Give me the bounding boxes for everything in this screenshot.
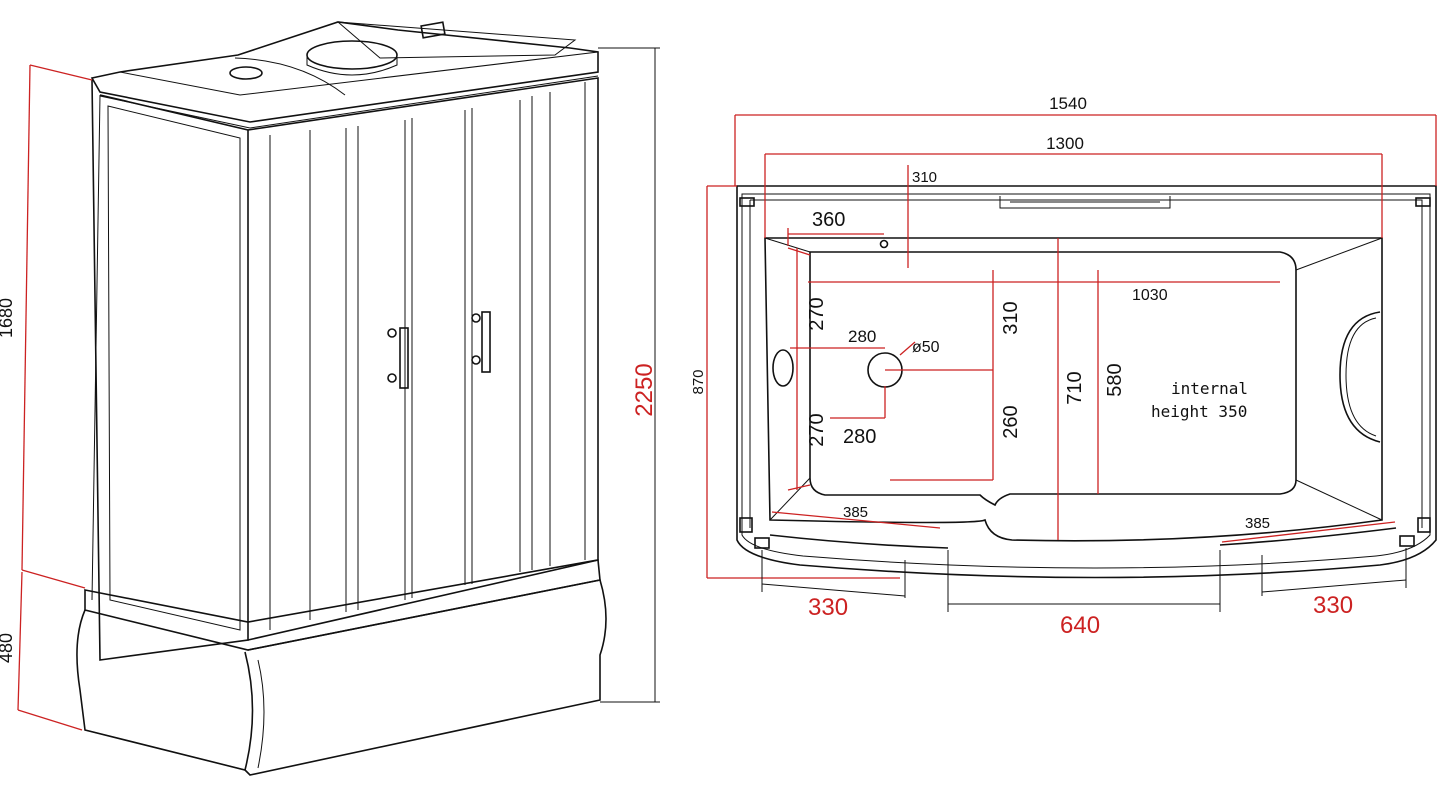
basin-outer (764, 237, 1383, 542)
dim-260-label: 260 (1000, 405, 1022, 438)
roof-curve (234, 57, 346, 96)
dim-280-lower-label: 280 (843, 426, 876, 448)
roof-light (229, 66, 263, 80)
basin-inner (809, 251, 1297, 507)
dim-385-left-label: 385 (843, 504, 868, 521)
dim-line-480 (17, 571, 23, 711)
tray-side (76, 609, 254, 771)
dim-drain-label: ø50 (912, 339, 940, 356)
side-view-dimensions: 1680 480 2250 (0, 47, 660, 731)
side-panel (91, 79, 249, 661)
dim-270-lower-label: 270 (806, 413, 828, 446)
dim-270-upper-label: 270 (806, 297, 828, 330)
dim-330-right-label: 330 (1313, 592, 1353, 619)
dim-1030-label: 1030 (1132, 287, 1168, 304)
dim-1680-label: 1680 (0, 298, 16, 338)
roof-vent-body (306, 55, 398, 76)
dim-2250-label: 2250 (631, 363, 658, 416)
side-glass (107, 105, 241, 631)
cabin-roof (90, 21, 599, 123)
plan-view-dimensions: 1540 1300 310 360 1030 270 270 280 280 ø… (690, 94, 1437, 639)
roof-edge (119, 51, 599, 96)
dim-480-label: 480 (0, 633, 16, 663)
roof-vent (306, 40, 398, 70)
dim-1540-label: 1540 (1049, 94, 1087, 113)
dim-280-upper-label: 280 (848, 327, 876, 346)
dim-360-label: 360 (812, 209, 845, 231)
cabin-side-view (76, 21, 607, 776)
dim-580-label: 580 (1104, 363, 1126, 396)
dim-330-left-label: 330 (808, 594, 848, 621)
roof-fan (420, 21, 446, 39)
dim-385-right-label: 385 (1245, 515, 1270, 532)
dim-870-label: 870 (690, 369, 707, 394)
dim-310-right-label: 310 (1000, 301, 1022, 334)
note-line-1: internal (1171, 379, 1248, 398)
tray-rim (84, 559, 601, 651)
tray-front (244, 579, 607, 776)
dim-310-top-label: 310 (912, 169, 937, 186)
door-handle-left (399, 327, 409, 389)
dim-1300-label: 1300 (1046, 134, 1084, 153)
dim-line-1680 (21, 64, 31, 571)
roof-panel (336, 21, 577, 59)
tray-plan-view (736, 185, 1437, 579)
dim-710-label: 710 (1064, 371, 1086, 404)
overflow-outlet (772, 349, 794, 387)
note-line-2: height 350 (1151, 402, 1247, 421)
tap-hole (879, 239, 889, 249)
door-handle-right (481, 311, 491, 373)
front-frame (247, 77, 599, 641)
dim-640-label: 640 (1060, 612, 1100, 639)
seat-recess (1339, 311, 1381, 443)
